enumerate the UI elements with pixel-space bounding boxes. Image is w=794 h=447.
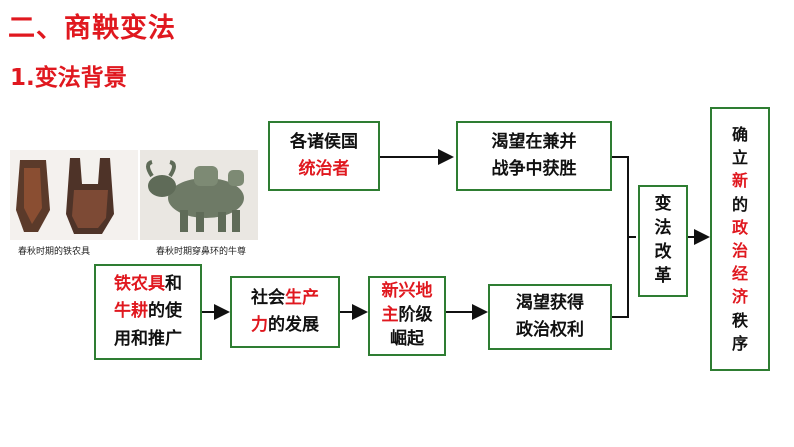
- productivity-society: 社会: [251, 287, 285, 308]
- establish-char: 经: [731, 264, 748, 284]
- image-caption: 春秋时期穿鼻环的牛尊: [156, 247, 247, 257]
- bronze-ox-zun-image: [140, 150, 258, 240]
- iron-tools-red: 铁农具: [114, 274, 165, 295]
- bracket-merge: [612, 156, 636, 318]
- landlords-line3: 崛起: [390, 328, 424, 349]
- box-establish-order: 确 立 新 的 政 治 经 济 秩 序: [710, 107, 770, 371]
- box-iron-tools: 铁农具和 牛耕的使 用和推广: [94, 264, 202, 360]
- box-reform: 变 法 改 革: [638, 185, 688, 297]
- desire-victory-line2: 战争中获胜: [491, 159, 577, 179]
- ox-plough-red: 牛耕: [114, 301, 148, 322]
- landlords-class: 阶级: [398, 305, 433, 326]
- productivity-red1: 生产: [285, 287, 319, 308]
- box-landlords: 新兴地 主阶级 崛起: [368, 276, 446, 356]
- productivity-red2: 力: [251, 315, 268, 335]
- desire-power-line1: 渴望获得: [516, 292, 584, 313]
- box-productivity: 社会生产 力的发展: [230, 276, 340, 348]
- reform-char: 革: [654, 265, 672, 286]
- reform-char: 法: [654, 218, 672, 239]
- rulers-line1: 各诸侯国: [290, 131, 358, 152]
- landlords-red2: 主: [381, 305, 399, 326]
- establish-char: 政: [731, 217, 748, 237]
- iron-tools-and: 和: [165, 274, 182, 295]
- image-caption: 春秋时期的铁农具: [18, 247, 91, 257]
- establish-char: 立: [731, 148, 748, 168]
- landlords-red1: 新兴地: [381, 281, 433, 302]
- iron-tools-use: 的使: [148, 301, 182, 322]
- establish-char: 序: [731, 333, 748, 353]
- reform-char: 变: [654, 194, 672, 215]
- box-rulers: 各诸侯国 统治者: [268, 121, 380, 191]
- box-desire-power: 渴望获得 政治权利: [488, 284, 612, 350]
- section-title: 二、商鞅变法: [8, 13, 176, 44]
- establish-char: 济: [731, 287, 748, 307]
- productivity-development: 的发展: [268, 315, 319, 335]
- establish-char: 新: [731, 171, 748, 191]
- establish-char: 确: [731, 125, 748, 145]
- establish-char: 的: [731, 194, 748, 214]
- desire-power-line2: 政治权利: [516, 320, 584, 340]
- establish-char: 秩: [731, 310, 748, 330]
- iron-tools-image: [10, 150, 138, 240]
- reform-char: 改: [654, 242, 672, 262]
- subsection-title: 1.变法背景: [10, 65, 127, 91]
- desire-victory-line1: 渴望在兼并: [491, 131, 577, 152]
- iron-tools-line3: 用和推广: [114, 328, 182, 349]
- establish-char: 治: [731, 241, 748, 260]
- rulers-line2: 统治者: [298, 159, 350, 179]
- box-desire-victory: 渴望在兼并 战争中获胜: [456, 121, 612, 191]
